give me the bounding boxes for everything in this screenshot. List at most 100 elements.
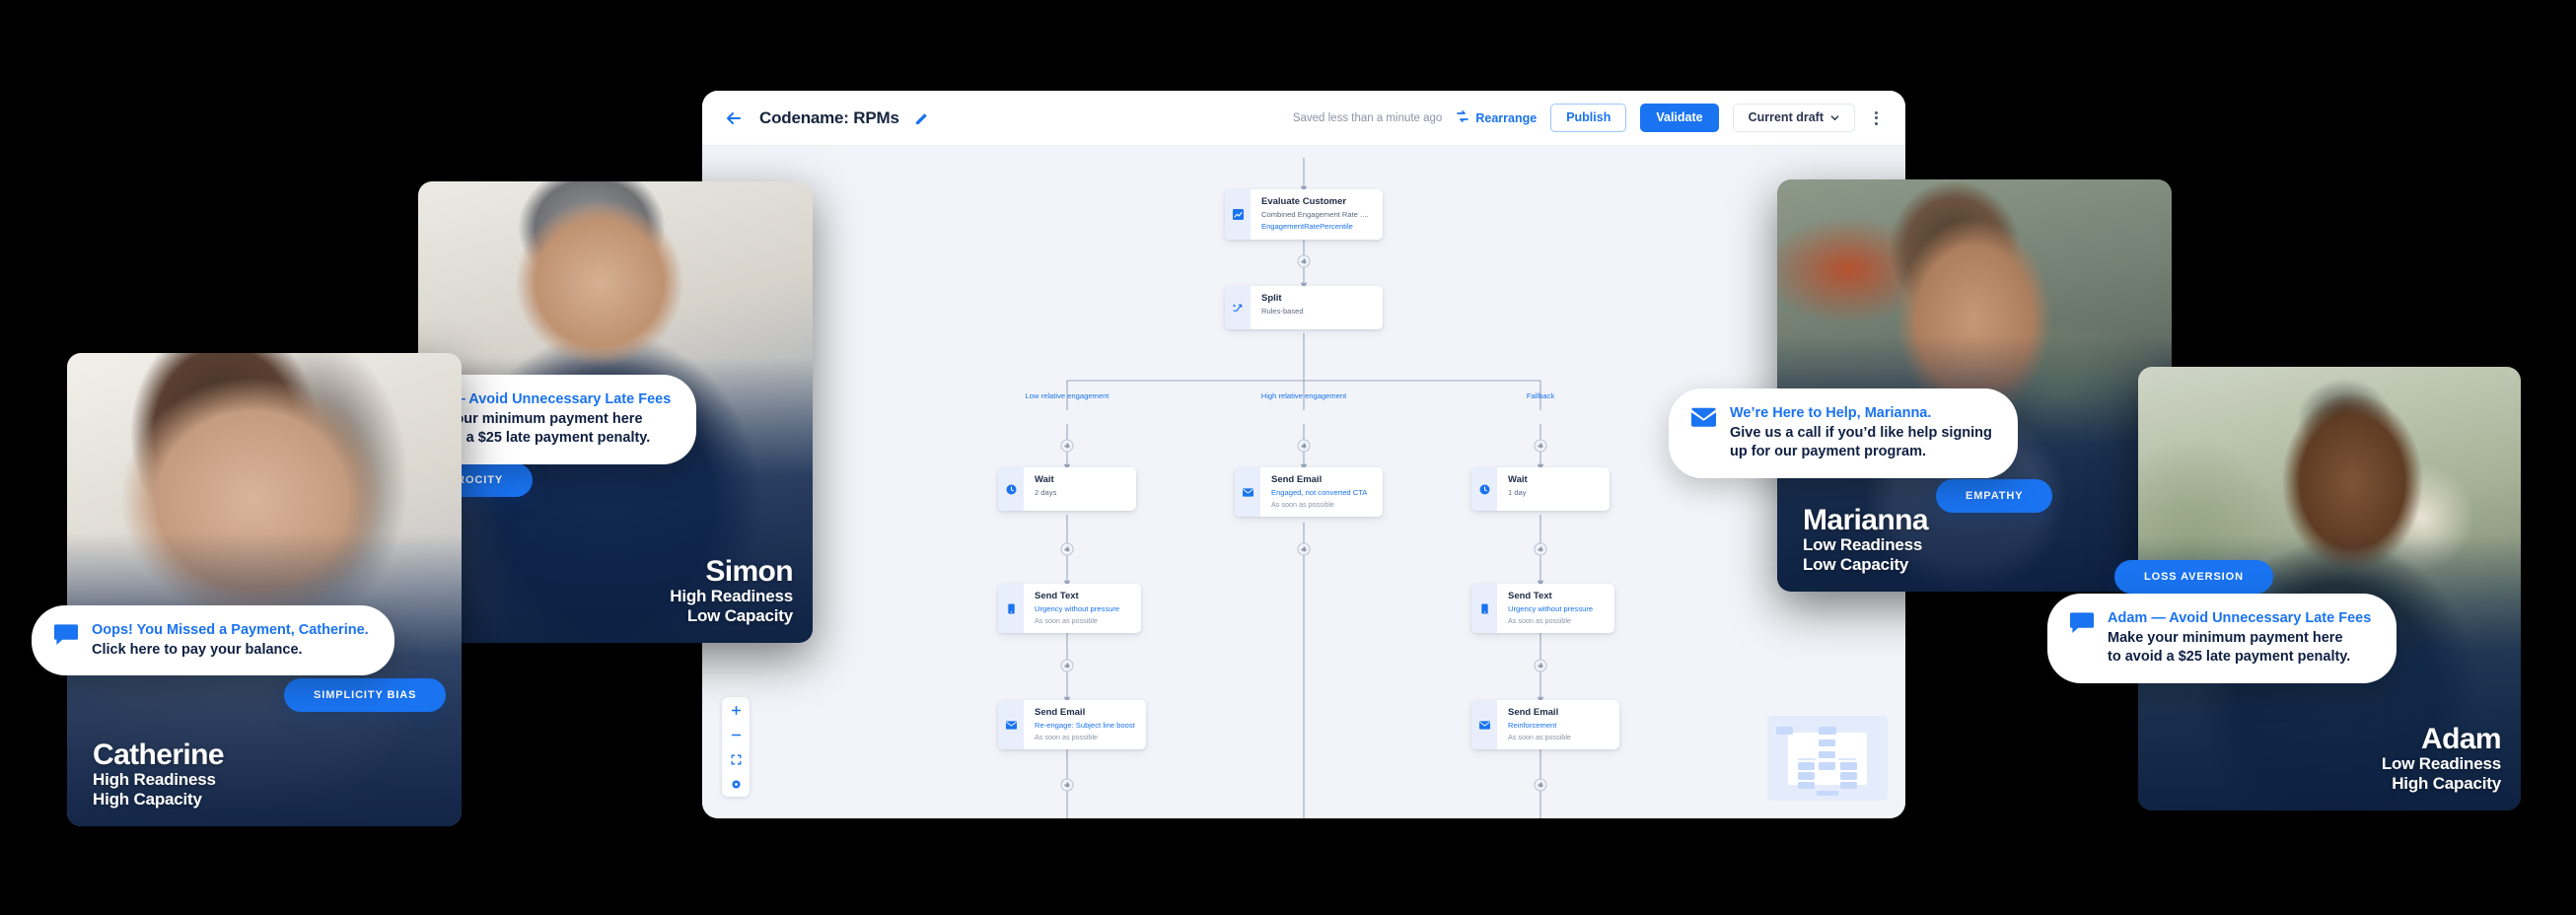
persona-name: Marianna (1803, 503, 1929, 536)
node-meta: As soon as possible (1271, 499, 1334, 509)
back-arrow-icon[interactable] (724, 108, 744, 128)
node-link[interactable]: Re-engage: Subject line boost (1035, 720, 1135, 730)
node-title: Wait (1508, 474, 1528, 485)
persona-identity-marianna: Marianna Low Readiness Low Capacity (1803, 503, 1929, 575)
message-bubble-marianna[interactable]: We’re Here to Help, Marianna. Give us a … (1669, 388, 2018, 478)
add-step-dot[interactable] (1060, 439, 1074, 453)
center-view-icon[interactable] (726, 776, 746, 792)
flow-node-wait-right[interactable]: Wait 1 day (1471, 467, 1610, 511)
toolbar-left-group: Codename: RPMs (724, 108, 929, 128)
node-title: Send Email (1271, 474, 1323, 485)
rearrange-icon (1456, 109, 1469, 126)
add-step-dot[interactable] (1297, 254, 1311, 268)
chart-icon (1225, 189, 1251, 240)
minimap-node (1839, 781, 1858, 789)
chat-bubble-icon (53, 624, 79, 648)
message-line: Give us a call if you’d like help signin… (1730, 424, 1992, 441)
add-step-dot[interactable] (1060, 778, 1074, 792)
flow-node-evaluate-customer[interactable]: Evaluate Customer Combined Engagement Ra… (1225, 189, 1383, 240)
minimap-node (1839, 762, 1858, 770)
persona-name: Simon (705, 554, 793, 588)
node-body: Send Text Urgency without pressure As so… (1024, 584, 1131, 633)
node-meta: As soon as possible (1508, 615, 1571, 625)
pencil-icon[interactable] (915, 111, 929, 125)
persona-identity-adam: Adam Low Readiness High Capacity (2381, 724, 2502, 794)
minimap-edge (1797, 758, 1817, 760)
flow-node-wait-left[interactable]: Wait 2 days (998, 467, 1136, 511)
node-link[interactable]: Urgency without pressure (1035, 603, 1120, 613)
message-bubble-adam[interactable]: Adam — Avoid Unnecessary Late Fees Make … (2047, 594, 2397, 683)
node-title: Send Email (1035, 707, 1086, 718)
node-body: Split Rules-based (1251, 286, 1316, 329)
clock-icon (1471, 467, 1497, 511)
add-step-dot[interactable] (1297, 439, 1311, 453)
node-link[interactable]: Reinforcement (1508, 720, 1557, 730)
persona-card-catherine[interactable]: Catherine High Readiness High Capacity (67, 353, 462, 826)
validate-button[interactable]: Validate (1640, 104, 1719, 132)
zoom-out-button[interactable] (726, 727, 746, 742)
add-step-dot[interactable] (1534, 659, 1547, 672)
add-step-dot[interactable] (1534, 439, 1547, 453)
node-title: Send Text (1508, 591, 1552, 601)
node-body: Send Email Reinforcement As soon as poss… (1497, 700, 1583, 749)
bias-badge-simplicity[interactable]: SIMPLICITY BIAS (284, 678, 447, 712)
rearrange-button[interactable]: Rearrange (1456, 109, 1537, 126)
node-body: Send Text Urgency without pressure As so… (1497, 584, 1605, 633)
node-link[interactable]: Urgency without pressure (1508, 603, 1594, 613)
node-subtitle: Rules-based (1261, 306, 1304, 316)
add-step-dot[interactable] (1534, 778, 1547, 792)
branch-label-low: Low relative engagement (1025, 391, 1109, 400)
phone-icon (998, 584, 1024, 634)
node-link[interactable]: EngagementRatePercentile (1261, 221, 1353, 231)
bias-badge-loss-aversion[interactable]: LOSS AVERSION (2114, 560, 2273, 594)
node-title: Send Email (1508, 707, 1559, 718)
envelope-icon (1690, 407, 1717, 428)
message-line: to avoid a $25 late payment penalty. (407, 430, 651, 447)
minimap-node (1839, 772, 1858, 780)
node-title: Wait (1035, 474, 1054, 485)
minimap[interactable] (1767, 716, 1888, 801)
more-options-icon[interactable] (1869, 107, 1884, 129)
message-text-adam: Adam — Avoid Unnecessary Late Fees Make … (2108, 609, 2371, 667)
envelope-icon (998, 700, 1024, 750)
flow-canvas[interactable]: Low relative engagement High relative en… (702, 146, 1905, 818)
message-line: Click here to pay your balance. (92, 641, 303, 658)
node-subtitle: Combined Engagement Rate .... (1261, 209, 1369, 219)
message-text-simon: Adam — Avoid Unnecessary Late Fees Make … (407, 390, 671, 448)
zoom-in-button[interactable] (726, 702, 746, 718)
add-step-dot[interactable] (1060, 659, 1074, 672)
branch-label-fallback: Fallback (1526, 391, 1555, 400)
draft-selector[interactable]: Current draft (1732, 104, 1855, 132)
add-step-dot[interactable] (1297, 542, 1311, 556)
minimap-node (1776, 727, 1794, 736)
bias-badge-empathy[interactable]: EMPATHY (1936, 479, 2053, 513)
flow-node-email-left[interactable]: Send Email Re-engage: Subject line boost… (998, 700, 1146, 750)
minimap-node (1797, 762, 1816, 770)
flow-node-split[interactable]: Split Rules-based (1225, 286, 1383, 329)
flow-node-email-mid[interactable]: Send Email Engaged, not converted CTA As… (1235, 467, 1383, 518)
node-meta: As soon as possible (1035, 615, 1098, 625)
message-headline: Adam — Avoid Unnecessary Late Fees (2108, 610, 2372, 626)
persona-card-marianna[interactable]: Marianna Low Readiness Low Capacity (1777, 179, 2172, 592)
publish-button[interactable]: Publish (1550, 104, 1627, 132)
add-step-dot[interactable] (1534, 542, 1547, 556)
app-toolbar: Codename: RPMs Saved less than a minute … (702, 91, 1905, 146)
chat-bubble-icon (2069, 612, 2095, 636)
flow-node-text-right[interactable]: Send Text Urgency without pressure As so… (1471, 584, 1614, 634)
flow-node-text-left[interactable]: Send Text Urgency without pressure As so… (998, 584, 1141, 634)
add-step-dot[interactable] (1060, 542, 1074, 556)
chevron-down-icon (1830, 113, 1839, 122)
persona-readiness: Low Readiness (2381, 753, 2501, 773)
message-headline: We’re Here to Help, Marianna. (1730, 405, 1932, 421)
minimap-node (1819, 727, 1836, 736)
persona-readiness: High Readiness (670, 586, 793, 605)
persona-capacity: Low Capacity (686, 605, 793, 625)
flow-node-email-right[interactable]: Send Email Reinforcement As soon as poss… (1471, 700, 1619, 750)
message-bubble-catherine[interactable]: Oops! You Missed a Payment, Catherine. C… (32, 605, 394, 676)
envelope-icon (1471, 700, 1497, 750)
persona-identity-simon: Simon High Readiness Low Capacity (670, 556, 793, 626)
node-subtitle: 1 day (1508, 487, 1527, 497)
clock-icon (998, 467, 1024, 511)
fit-to-screen-icon[interactable] (726, 751, 746, 767)
node-link[interactable]: Engaged, not converted CTA (1271, 487, 1368, 497)
